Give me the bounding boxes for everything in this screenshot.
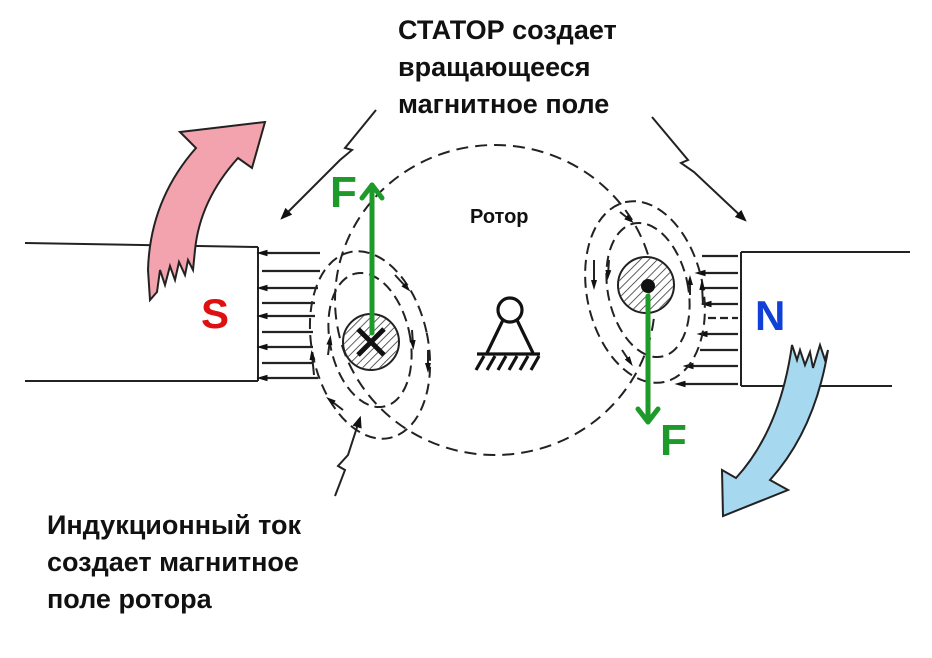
rotation-arrow-north bbox=[720, 341, 829, 518]
pole-label-south: S bbox=[201, 290, 230, 337]
force-label-left: F bbox=[330, 168, 357, 217]
field-lines-right bbox=[674, 254, 738, 388]
rotating-field-loop bbox=[334, 144, 656, 456]
rotor-label: Ротор bbox=[470, 206, 529, 228]
force-arrow-right bbox=[635, 293, 661, 425]
rotation-arrow-south bbox=[146, 120, 267, 303]
stator-caption: СТАТОР создает вращающееся магнитное пол… bbox=[398, 15, 617, 119]
field-lines-left bbox=[256, 249, 320, 382]
stator-pointer-left bbox=[280, 109, 377, 220]
pole-label-north: N bbox=[755, 292, 786, 339]
cross-icon bbox=[356, 327, 386, 357]
force-label-right: F bbox=[660, 416, 687, 465]
induction-pointer bbox=[334, 415, 362, 497]
dot-icon bbox=[641, 279, 655, 293]
force-arrow-left bbox=[359, 182, 385, 336]
stator-pointer-right bbox=[651, 116, 747, 222]
pivot-support-icon bbox=[474, 296, 541, 371]
induction-caption: Индукционный ток создает магнитное поле … bbox=[47, 510, 302, 614]
